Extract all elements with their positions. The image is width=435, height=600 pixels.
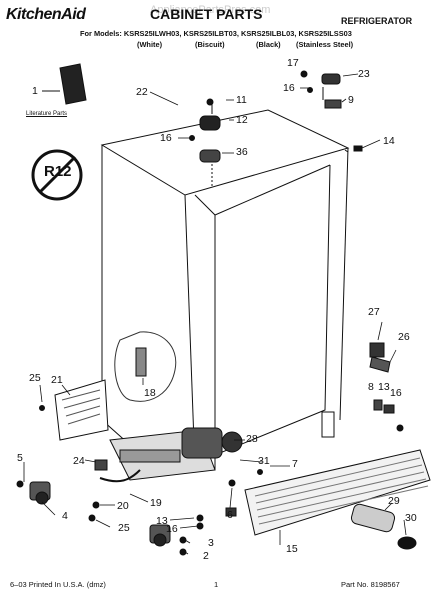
callout-5a: 5 bbox=[17, 452, 23, 464]
callout-27: 27 bbox=[368, 306, 380, 318]
callout-20: 20 bbox=[117, 500, 129, 512]
callout-14: 14 bbox=[383, 135, 395, 147]
footer-page-number: 1 bbox=[214, 580, 219, 589]
product-type: REFRIGERATOR bbox=[341, 16, 413, 26]
callout-3: 3 bbox=[208, 537, 214, 549]
literature-booklet bbox=[42, 63, 87, 105]
callout-21: 21 bbox=[51, 374, 63, 386]
variant-stainless: (Stainless Steel) bbox=[296, 40, 354, 49]
callout-25a: 25 bbox=[29, 372, 41, 384]
callout-19: 19 bbox=[150, 497, 162, 509]
variant-white: (White) bbox=[137, 40, 163, 49]
callout-2: 2 bbox=[203, 550, 209, 562]
compressor-assembly bbox=[94, 427, 243, 483]
footer-print-info: 6–03 Printed In U.S.A. (dmz) bbox=[10, 580, 106, 589]
callout-23: 23 bbox=[358, 68, 370, 80]
callout-16c: 16 bbox=[390, 387, 402, 399]
hinge-cover-center bbox=[199, 104, 221, 188]
lower-hinge-right bbox=[369, 342, 404, 432]
callout-12: 12 bbox=[236, 114, 248, 126]
brand-logo: KitchenAid bbox=[6, 6, 86, 23]
callout-22: 22 bbox=[136, 86, 148, 98]
model-list: For Models: KSRS25ILWH03, KSRS25ILBT03, … bbox=[80, 29, 352, 38]
callout-17: 17 bbox=[287, 57, 299, 69]
literature-parts-label: Literature Parts bbox=[26, 111, 68, 117]
toe-grille bbox=[244, 449, 431, 536]
watermark-text: AppliancePartsPros.com bbox=[150, 4, 271, 16]
callout-4: 4 bbox=[62, 510, 68, 522]
callout-18: 18 bbox=[144, 387, 156, 399]
callout-26: 26 bbox=[398, 331, 410, 343]
callout-16a: 16 bbox=[283, 82, 295, 94]
callout-11a: 11 bbox=[236, 94, 247, 106]
variant-black: (Black) bbox=[256, 40, 281, 49]
callout-16b: 16 bbox=[160, 132, 172, 144]
page-title: CABINET PARTS bbox=[150, 6, 263, 22]
r12-label: R12 bbox=[44, 163, 72, 180]
callout-25b: 25 bbox=[118, 522, 130, 534]
roller-front-left bbox=[16, 480, 51, 505]
callout-6: 6 bbox=[227, 509, 233, 521]
water-filter bbox=[350, 503, 417, 550]
callout-7: 7 bbox=[292, 458, 298, 470]
callout-9: 9 bbox=[348, 94, 354, 106]
callout-13a: 13 bbox=[378, 381, 390, 393]
callout-36: 36 bbox=[236, 146, 248, 158]
roller-front-right bbox=[149, 524, 187, 556]
callout-31: 31 bbox=[258, 455, 270, 467]
callout-1: 1 bbox=[32, 85, 38, 97]
callout-29: 29 bbox=[388, 495, 400, 507]
callout-15: 15 bbox=[286, 543, 298, 555]
shim-14 bbox=[353, 145, 363, 152]
callout-8: 8 bbox=[368, 381, 374, 393]
callout-30: 30 bbox=[405, 512, 417, 524]
small-screws bbox=[39, 405, 263, 530]
callout-13b: 13 bbox=[156, 515, 168, 527]
callout-24: 24 bbox=[73, 455, 85, 467]
machine-compartment-left bbox=[54, 331, 177, 441]
callout-leaders bbox=[23, 73, 407, 555]
r12-symbol bbox=[31, 149, 83, 201]
callout-28: 28 bbox=[246, 433, 258, 445]
top-hinge-right bbox=[321, 73, 342, 109]
cabinet-body bbox=[100, 109, 350, 471]
footer-part-number: Part No. 8198567 bbox=[341, 580, 400, 589]
callout-16d: 16 bbox=[166, 523, 178, 535]
variant-biscuit: (Biscuit) bbox=[195, 40, 225, 49]
